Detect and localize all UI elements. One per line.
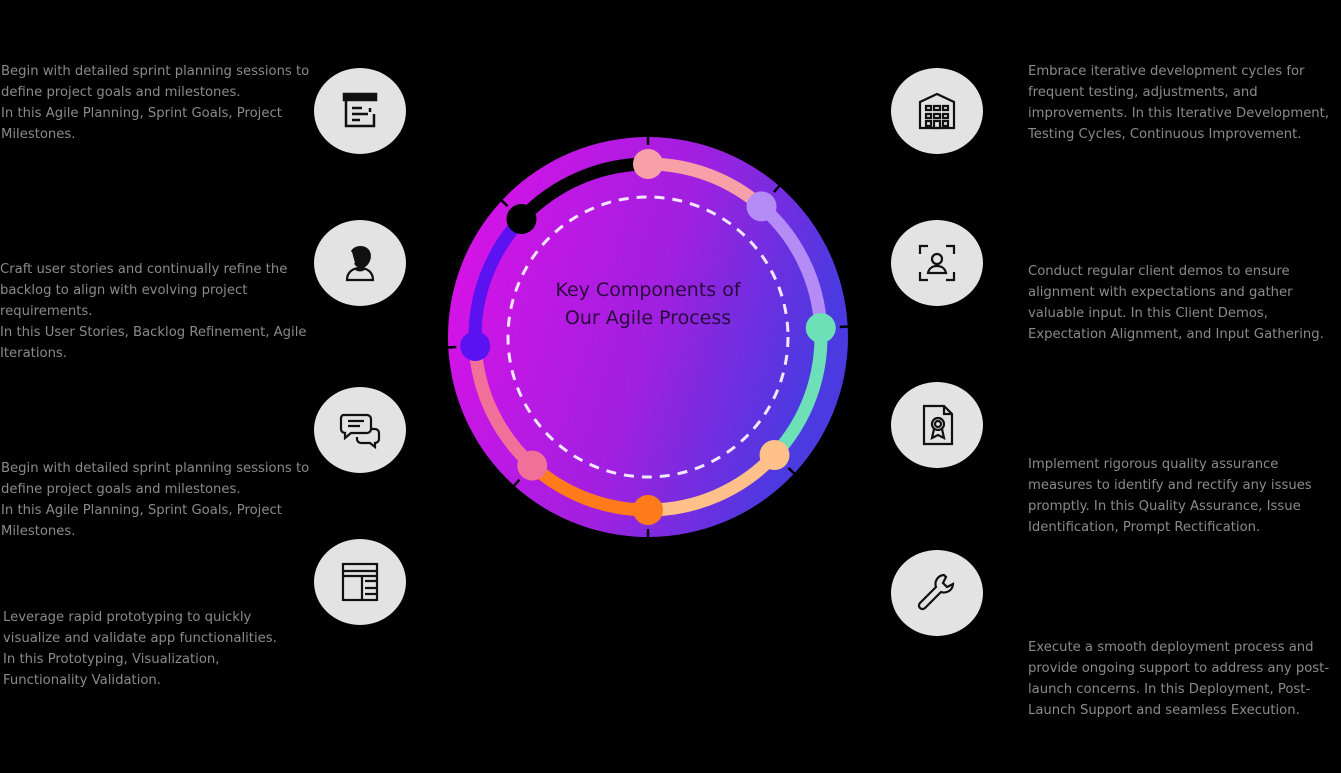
ring-segment (769, 327, 828, 460)
chat-bubbles-icon (314, 387, 406, 473)
ring-tick (773, 179, 786, 193)
ring-node (746, 191, 777, 222)
left-description-4: Leverage rapid prototyping to quickly vi… (3, 610, 277, 688)
ring-segment (757, 201, 828, 329)
building-icon (891, 68, 983, 154)
right-description-1: Embrace iterative development cycles for… (1028, 64, 1330, 142)
ring-segment (516, 157, 649, 224)
ring-node (805, 312, 836, 343)
user-icon (314, 220, 406, 306)
ring-tick (440, 345, 457, 350)
user-focus-icon (891, 220, 983, 306)
ring-tick (787, 467, 801, 480)
right-description-2: Conduct regular client demos to ensure a… (1028, 264, 1324, 342)
ring-node (759, 439, 790, 470)
sprint-board-icon (314, 68, 406, 154)
ring-node (517, 450, 548, 481)
ring-tick (839, 324, 856, 329)
ring-node (506, 204, 537, 235)
ring-tick (495, 194, 509, 207)
ring-segment (468, 345, 537, 471)
right-description-3: Implement rigorous quality assurance mea… (1028, 457, 1312, 535)
certificate-document-icon (891, 382, 983, 468)
wrench-icon (891, 550, 983, 636)
layout-wireframe-icon (314, 539, 406, 625)
ring-segment (647, 450, 780, 517)
right-description-4: Execute a smooth deployment process and … (1028, 640, 1330, 718)
ring-segment (468, 214, 527, 347)
ring-tick (507, 478, 521, 493)
ring-node (460, 331, 491, 362)
ring-node (633, 149, 663, 179)
left-description-2: Craft user stories and continually refin… (0, 262, 307, 361)
left-description-3: Begin with detailed sprint planning sess… (1, 461, 310, 539)
diagram-title: Key Components of Our Agile Process (555, 279, 741, 329)
ring-node (633, 495, 663, 525)
left-description-1: Begin with detailed sprint planning sess… (1, 64, 310, 142)
dashed-inner-ring (506, 195, 790, 479)
